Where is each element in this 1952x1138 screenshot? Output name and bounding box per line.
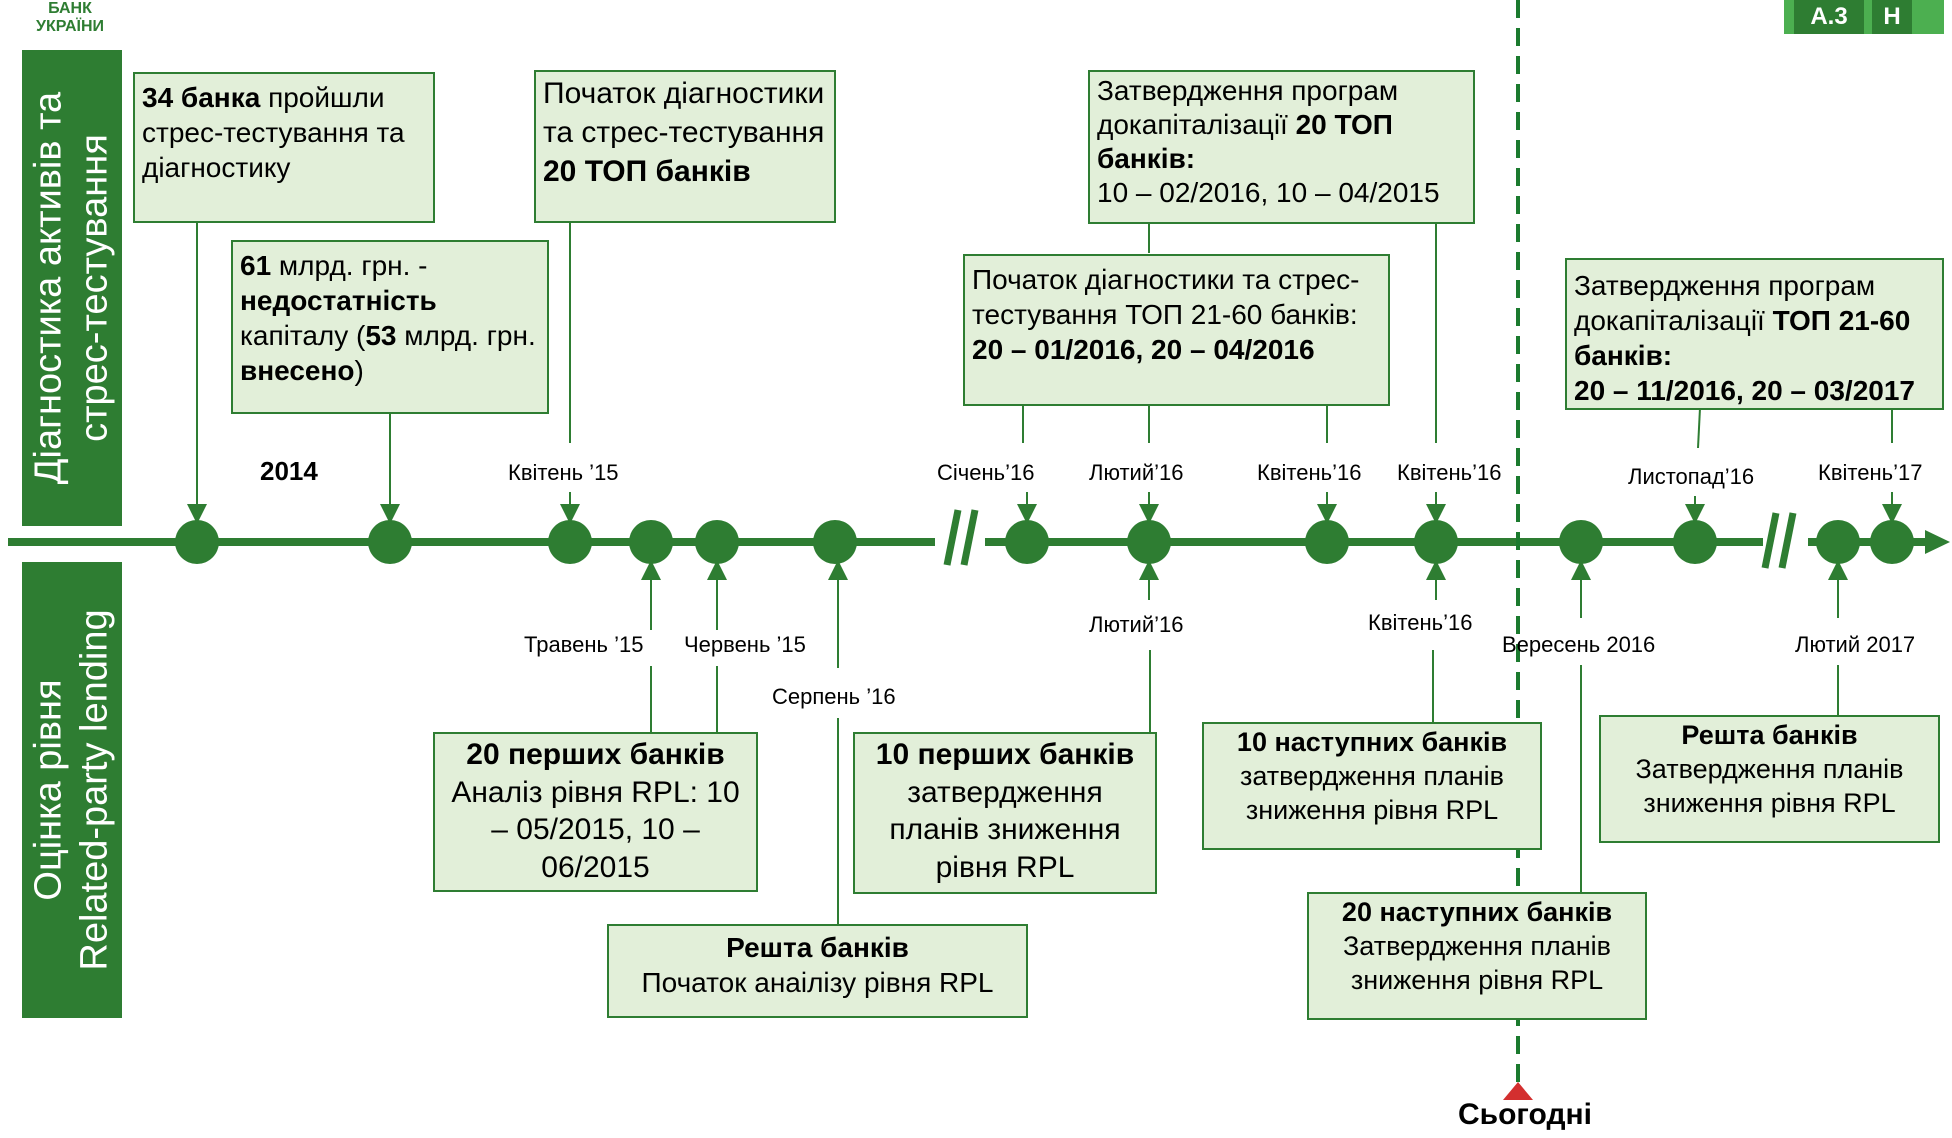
box-recap-21-60-bold1: ТОП 21-60 банків: xyxy=(1574,305,1911,371)
box-recap-21-60-text: Затвердження програм докапіталізації xyxy=(1574,270,1876,336)
dot-2014a xyxy=(175,520,219,564)
logo: БАНК УКРАЇНИ xyxy=(10,0,130,35)
box-61-p7: внесено xyxy=(240,355,355,386)
dot-apr15 xyxy=(548,520,592,564)
box-rpl-rest-start-text: Початок анаілізу рівня RPL xyxy=(641,967,994,998)
label-apr16-a: Квітень’16 xyxy=(1257,460,1362,485)
label-apr15: Квітень ’15 xyxy=(508,460,619,485)
dot-jan16 xyxy=(1005,520,1049,564)
box-rpl-10-first: 10 перших банків затвердження планів зниж… xyxy=(853,732,1157,894)
box-rpl-20-first-title: 20 перших банків xyxy=(466,738,725,771)
dot-feb16 xyxy=(1127,520,1171,564)
box-rpl-10-first-text: затвердження планів зниження рівня RPL xyxy=(889,775,1121,884)
box-rpl-rest-approve-text: Затвердження планів зниження рівня RPL xyxy=(1635,753,1904,818)
box-recap-20: Затвердження програм докапіталізації 20 … xyxy=(1088,70,1475,224)
label-sep16: Вересень 2016 xyxy=(1502,632,1656,657)
top-connectors xyxy=(187,222,1902,524)
box-rpl-rest-approve-title: Решта банків xyxy=(1681,720,1858,750)
box-start-diag-21-60: Початок діагностики та стрес-тестування … xyxy=(963,254,1390,406)
today-label: Сьогодні xyxy=(1458,1098,1592,1131)
logo-line1: БАНК xyxy=(48,0,92,17)
box-rpl-10-first-title: 10 перших банків xyxy=(875,738,1135,771)
timeline-break-2 xyxy=(1761,512,1797,569)
label-apr16-b: Квітень’16 xyxy=(1397,460,1502,485)
label-may15: Травень ’15 xyxy=(524,632,644,657)
box-recap-20-bold: 20 ТОП банків: xyxy=(1097,109,1393,175)
box-recap-20-dates: 10 – 02/2016, 10 – 04/2015 xyxy=(1097,177,1440,209)
box-start-diag-20-text: Початок діагностики та стрес-тестування xyxy=(543,77,825,149)
dot-apr17 xyxy=(1870,520,1914,564)
dot-apr16b xyxy=(1414,520,1458,564)
box-recap-21-60: Затвердження програм докапіталізації ТОП… xyxy=(1565,258,1944,410)
box-start-diag-20: Початок діагностики та стрес-тестування … xyxy=(534,70,836,223)
year-2014: 2014 xyxy=(260,456,318,486)
box-start-diag-21-60-text: Початок діагностики та стрес-тестування … xyxy=(972,264,1360,330)
box-rpl-rest-start-title: Решта банків xyxy=(726,932,909,963)
box-61-p8: ) xyxy=(354,355,364,386)
label-jun15: Червень ’15 xyxy=(684,632,806,657)
bottom-connectors xyxy=(641,560,1848,924)
box-34-banks-bold: 34 банка xyxy=(142,82,261,113)
box-rpl-10-next-text: затвердження планів зниження рівня RPL xyxy=(1239,760,1505,825)
timeline-break-1 xyxy=(943,509,979,566)
box-34-banks: 34 банка пройшли стрес-тестування та діа… xyxy=(133,72,435,223)
dot-aug16 xyxy=(813,520,857,564)
box-start-diag-21-60-bold: 20 – 01/2016, 20 – 04/2016 xyxy=(972,334,1315,365)
box-recap-21-60-bold2: 20 – 11/2016, 20 – 03/2017 xyxy=(1574,375,1915,406)
box-61-p2: млрд. грн. - xyxy=(271,250,428,281)
box-start-diag-20-bold: 20 ТОП банків xyxy=(543,155,751,188)
label-apr17: Квітень’17 xyxy=(1818,460,1923,485)
today-marker xyxy=(1503,1082,1533,1100)
box-rpl-20-next-text: Затвердження планів зниження рівня RPL xyxy=(1343,930,1611,995)
timeline-arrow-head xyxy=(1925,530,1950,554)
box-recap-20-text: Затвердження програм докапіталізації xyxy=(1097,75,1399,141)
box-61-p1: 61 xyxy=(240,250,272,281)
dot-nov16 xyxy=(1673,520,1717,564)
logo-line2: УКРАЇНИ xyxy=(35,17,104,35)
label-feb16-bottom: Лютий’16 xyxy=(1089,612,1184,637)
dot-may15 xyxy=(629,520,673,564)
label-apr16-bottom: Квітень’16 xyxy=(1368,610,1473,635)
box-61-p6: млрд. грн. xyxy=(396,320,536,351)
label-aug16: Серпень ’16 xyxy=(772,684,896,709)
box-61-p5: 53 xyxy=(365,320,397,351)
dot-feb17 xyxy=(1816,520,1860,564)
box-61-p4: капіталу ( xyxy=(240,320,366,351)
box-61-p3: недостатність xyxy=(240,285,437,316)
box-61-bln: 61 млрд. грн. - недостатність капіталу (… xyxy=(231,240,549,414)
label-jan16: Січень’16 xyxy=(937,460,1035,485)
box-rpl-10-next-title: 10 наступних банків xyxy=(1236,727,1508,757)
box-rpl-20-next-title: 20 наступних банків xyxy=(1341,897,1613,927)
section-badge: A.3 xyxy=(1794,0,1864,34)
box-34-banks-text: пройшли стрес-тестування та діагностику xyxy=(142,82,405,183)
milestone-dots xyxy=(175,520,1914,564)
label-feb16-top: Лютий’16 xyxy=(1089,460,1184,485)
box-rpl-20-first-text: Аналіз рівня RPL: 10 – 05/2015, 10 – 06/… xyxy=(451,775,740,884)
dot-2014b xyxy=(368,520,412,564)
dot-jun15 xyxy=(695,520,739,564)
letter-badge: Н xyxy=(1872,0,1912,34)
dot-apr16a xyxy=(1305,520,1349,564)
dot-sep16 xyxy=(1559,520,1603,564)
label-feb17: Лютий 2017 xyxy=(1795,632,1916,657)
label-nov16: Листопад’16 xyxy=(1628,464,1755,489)
